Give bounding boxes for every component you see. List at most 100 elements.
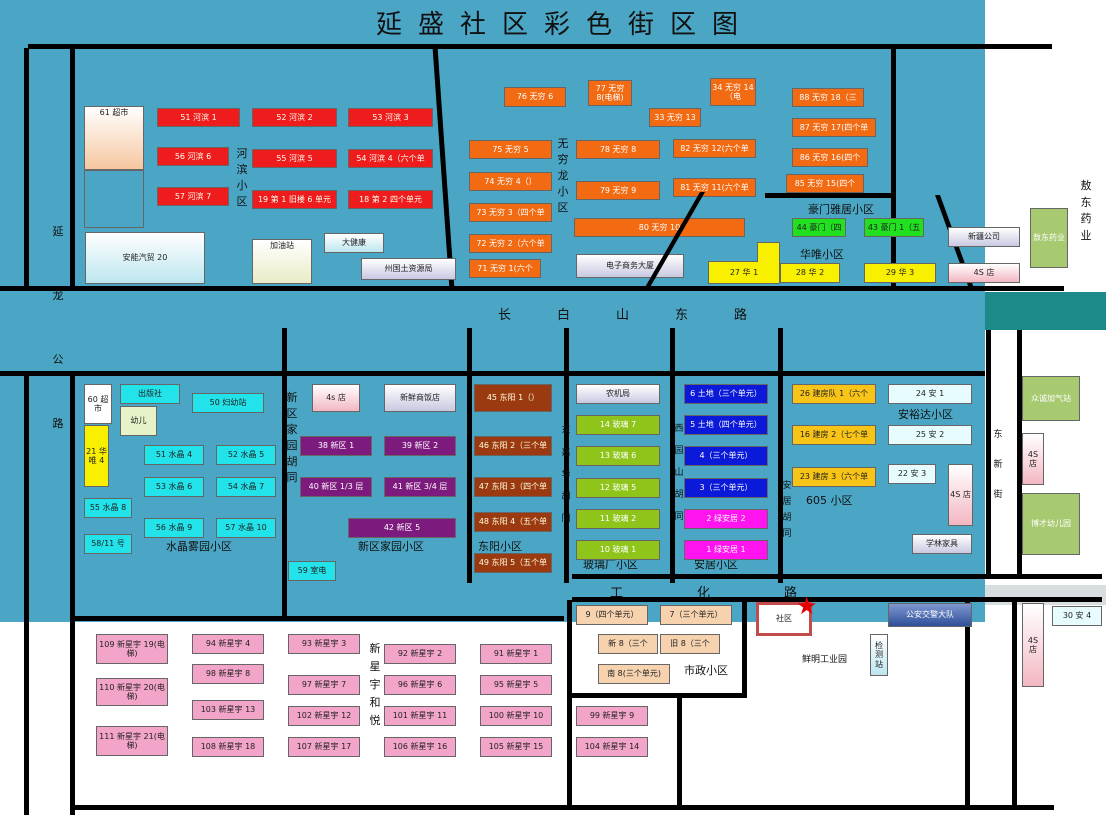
- block-45[interactable]: 45 东阳 1（）: [474, 384, 552, 412]
- block-99[interactable]: 99 新星宇 9: [576, 706, 648, 726]
- block-54-shuijing[interactable]: 54 水晶 7: [216, 477, 276, 497]
- block-44[interactable]: 44 豪门（四: [792, 218, 846, 237]
- block-community-office[interactable]: 社区: [756, 602, 812, 636]
- block-25[interactable]: 25 安 2: [888, 425, 972, 445]
- block-58[interactable]: 58/11 号: [84, 534, 132, 554]
- block-85[interactable]: 85 无穷 15(四个: [786, 174, 864, 193]
- block-ecommerce-tower[interactable]: 电子商务大厦: [576, 254, 684, 278]
- block-87[interactable]: 87 无穷 17(四个单: [792, 118, 876, 137]
- block-48[interactable]: 48 东阳 4（五个单: [474, 512, 552, 532]
- block-27[interactable]: 27 华 1: [708, 261, 780, 284]
- block-4s-top[interactable]: 4S 店: [948, 263, 1020, 283]
- block-farm-machinery[interactable]: 农机局: [576, 384, 660, 404]
- block-57[interactable]: 57 河滨 7: [157, 187, 229, 206]
- block-46[interactable]: 46 东阳 2（三个单: [474, 436, 552, 456]
- block-110[interactable]: 110 新星宇 20(电梯): [96, 678, 168, 706]
- block-43[interactable]: 43 豪门 1（五: [864, 218, 924, 237]
- block-land-bureau[interactable]: 州国土资源局: [361, 258, 456, 280]
- block-55[interactable]: 55 河滨 5: [252, 149, 337, 168]
- block-19[interactable]: 19 第 1 旧楼 6 单元: [252, 190, 337, 209]
- block-22[interactable]: 22 安 3: [888, 464, 936, 484]
- block-42[interactable]: 42 新区 5: [348, 518, 456, 538]
- block-96[interactable]: 96 新星宇 6: [384, 675, 456, 695]
- block-4[interactable]: 4（三个单元）: [684, 446, 768, 466]
- block-4s-605[interactable]: 4S 店: [948, 464, 973, 526]
- block-79[interactable]: 79 无穷 9: [576, 181, 660, 200]
- block-106[interactable]: 106 新星宇 16: [384, 737, 456, 757]
- block-restaurant[interactable]: 新鲜商饭店: [384, 384, 456, 412]
- block-1[interactable]: 1 绿安居 1: [684, 540, 768, 560]
- block-kindergarten[interactable]: 幼儿: [120, 406, 157, 436]
- block-4s-right[interactable]: 4S 店: [1022, 433, 1044, 485]
- block-dajiankang[interactable]: 大健康: [324, 233, 384, 253]
- block-13[interactable]: 13 玻璃 6: [576, 446, 660, 466]
- block-59[interactable]: 59 室电: [288, 561, 336, 581]
- block-104[interactable]: 104 新星宇 14: [576, 737, 648, 757]
- block-24[interactable]: 24 安 1: [888, 384, 972, 404]
- block-53-shuijing[interactable]: 53 水晶 6: [144, 477, 204, 497]
- block-4s-bottom[interactable]: 4S 店: [1022, 603, 1044, 687]
- block-60[interactable]: 60 超市: [84, 384, 112, 424]
- block-49[interactable]: 49 东阳 5（五个单: [474, 553, 552, 573]
- block-xuelin-furniture[interactable]: 学林家具: [912, 534, 972, 554]
- block-55-shuijing[interactable]: 55 水晶 8: [84, 498, 132, 518]
- block-traffic-police[interactable]: 公安交警大队: [888, 603, 972, 627]
- block-38[interactable]: 38 新区 1: [300, 436, 372, 456]
- block-107[interactable]: 107 新星宇 17: [288, 737, 360, 757]
- block-95[interactable]: 95 新星宇 5: [480, 675, 552, 695]
- block-71[interactable]: 71 无穷 1(六个: [469, 259, 541, 278]
- block-7[interactable]: 7（三个单元）: [660, 605, 732, 625]
- block-23[interactable]: 23 建房 3（六个单: [792, 467, 876, 487]
- block-2[interactable]: 2 绿安居 2: [684, 509, 768, 529]
- block-105[interactable]: 105 新星宇 15: [480, 737, 552, 757]
- block-51[interactable]: 51 河滨 1: [157, 108, 240, 127]
- block-41[interactable]: 41 新区 3/4 层: [384, 477, 456, 497]
- block-108[interactable]: 108 新星宇 18: [192, 737, 264, 757]
- block-111[interactable]: 111 新星宇 21(电梯): [96, 726, 168, 756]
- block-92[interactable]: 92 新星宇 2: [384, 644, 456, 664]
- block-75[interactable]: 75 无穷 5: [469, 140, 552, 159]
- block-10[interactable]: 10 玻璃 1: [576, 540, 660, 560]
- block-30[interactable]: 30 安 4: [1052, 606, 1102, 626]
- block-27-tower[interactable]: [757, 242, 780, 262]
- block-old-8[interactable]: 旧 8（三个: [660, 634, 720, 654]
- block-zhongcheng-gas[interactable]: 众诚加气站: [1022, 376, 1080, 421]
- block-18[interactable]: 18 第 2 四个单元: [348, 190, 433, 209]
- block-101[interactable]: 101 新星宇 11: [384, 706, 456, 726]
- block-86[interactable]: 86 无穷 16(四个: [792, 148, 868, 167]
- block-29[interactable]: 29 华 3: [864, 263, 936, 283]
- block-xinjiang-company[interactable]: 新疆公司: [948, 227, 1020, 247]
- block-98[interactable]: 98 新星宇 8: [192, 664, 264, 684]
- block-61[interactable]: 61 超市: [84, 106, 144, 170]
- block-102[interactable]: 102 新星宇 12: [288, 706, 360, 726]
- block-54[interactable]: 54 河滨 4（六个单: [348, 149, 433, 168]
- block-50[interactable]: 50 妇幼站: [192, 393, 264, 413]
- block-south-8[interactable]: 南 8(三个单元): [598, 664, 670, 684]
- block-56-shuijing[interactable]: 56 水晶 9: [144, 518, 204, 538]
- block-97[interactable]: 97 新星宇 7: [288, 675, 360, 695]
- block-28[interactable]: 28 华 2: [780, 263, 840, 283]
- block-56[interactable]: 56 河滨 6: [157, 147, 229, 166]
- block-103[interactable]: 103 新星宇 13: [192, 700, 264, 720]
- block-33[interactable]: 33 无穷 13: [649, 108, 701, 127]
- block-78[interactable]: 78 无穷 8: [576, 140, 660, 159]
- block-14[interactable]: 14 玻璃 7: [576, 415, 660, 435]
- block-88[interactable]: 88 无穷 18（三: [792, 88, 864, 107]
- block-52-shuijing[interactable]: 52 水晶 5: [216, 445, 276, 465]
- block-bocai-kindergarten[interactable]: 博才幼儿园: [1022, 493, 1080, 555]
- block-inspection-station[interactable]: 检测站: [870, 634, 888, 676]
- block-40[interactable]: 40 新区 1/3 层: [300, 477, 372, 497]
- block-3[interactable]: 3（三个单元）: [684, 478, 768, 498]
- block-21[interactable]: 21 华唯 4: [84, 425, 109, 487]
- block-82[interactable]: 82 无穷 12(六个单: [673, 139, 756, 158]
- block-52[interactable]: 52 河滨 2: [252, 108, 337, 127]
- block-72[interactable]: 72 无穷 2（六个单: [469, 234, 552, 253]
- block-11[interactable]: 11 玻璃 2: [576, 509, 660, 529]
- block-anneng-20[interactable]: 安能汽贸 20: [85, 232, 205, 284]
- block-76[interactable]: 76 无穷 6: [504, 87, 566, 107]
- block-12[interactable]: 12 玻璃 5: [576, 478, 660, 498]
- block-77[interactable]: 77 无穷 8(电梯): [588, 80, 632, 106]
- block-93[interactable]: 93 新星宇 3: [288, 634, 360, 654]
- block-53[interactable]: 53 河滨 3: [348, 108, 433, 127]
- block-74[interactable]: 74 无穷 4（）: [469, 172, 552, 191]
